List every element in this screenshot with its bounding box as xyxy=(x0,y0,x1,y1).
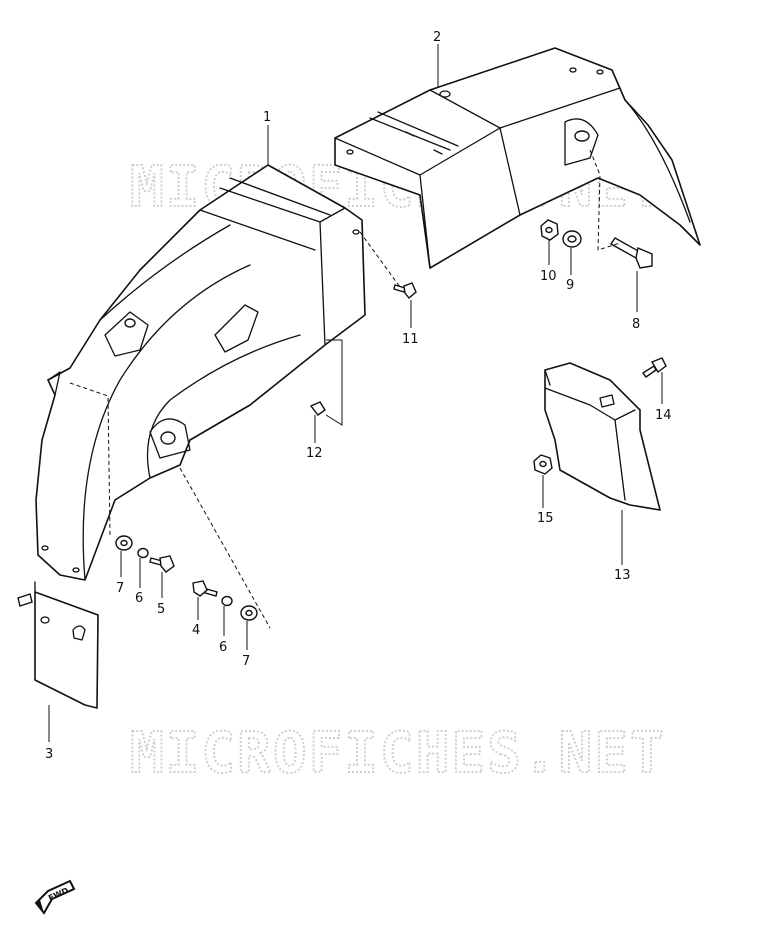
callout-1: 1 xyxy=(263,110,271,125)
callout-13: 13 xyxy=(614,568,631,583)
part-3-mud-flap xyxy=(17,581,99,709)
callout-3: 3 xyxy=(45,747,53,762)
callout-5: 5 xyxy=(157,602,165,617)
callout-15: 15 xyxy=(537,511,554,526)
leader-lines xyxy=(48,44,663,742)
fwd-arrow-icon: FWD xyxy=(34,879,76,915)
callout-7-right: 7 xyxy=(242,654,250,669)
fasteners xyxy=(115,219,667,621)
part-13-splash-guard xyxy=(544,362,661,511)
callout-10: 10 xyxy=(540,269,557,284)
callout-9: 9 xyxy=(566,278,574,293)
callout-14: 14 xyxy=(655,408,672,423)
part-2-rear-fender-inner xyxy=(334,47,701,269)
part-1-rear-fender xyxy=(35,164,366,581)
callout-11: 11 xyxy=(402,332,419,347)
callout-8: 8 xyxy=(632,317,640,332)
callout-6-left: 6 xyxy=(135,591,143,606)
callout-7-left: 7 xyxy=(116,581,124,596)
callout-12: 12 xyxy=(306,446,323,461)
watermark-bottom: MICROFICHES.NET xyxy=(130,721,666,786)
callout-4: 4 xyxy=(192,623,200,638)
callout-2: 2 xyxy=(433,30,441,45)
fwd-label: FWD xyxy=(47,886,70,903)
assembly-lines xyxy=(69,149,621,629)
callout-6-right: 6 xyxy=(219,640,227,655)
callout-labels: 1 2 3 4 5 6 6 7 7 8 9 10 11 12 13 14 15 xyxy=(45,30,672,762)
